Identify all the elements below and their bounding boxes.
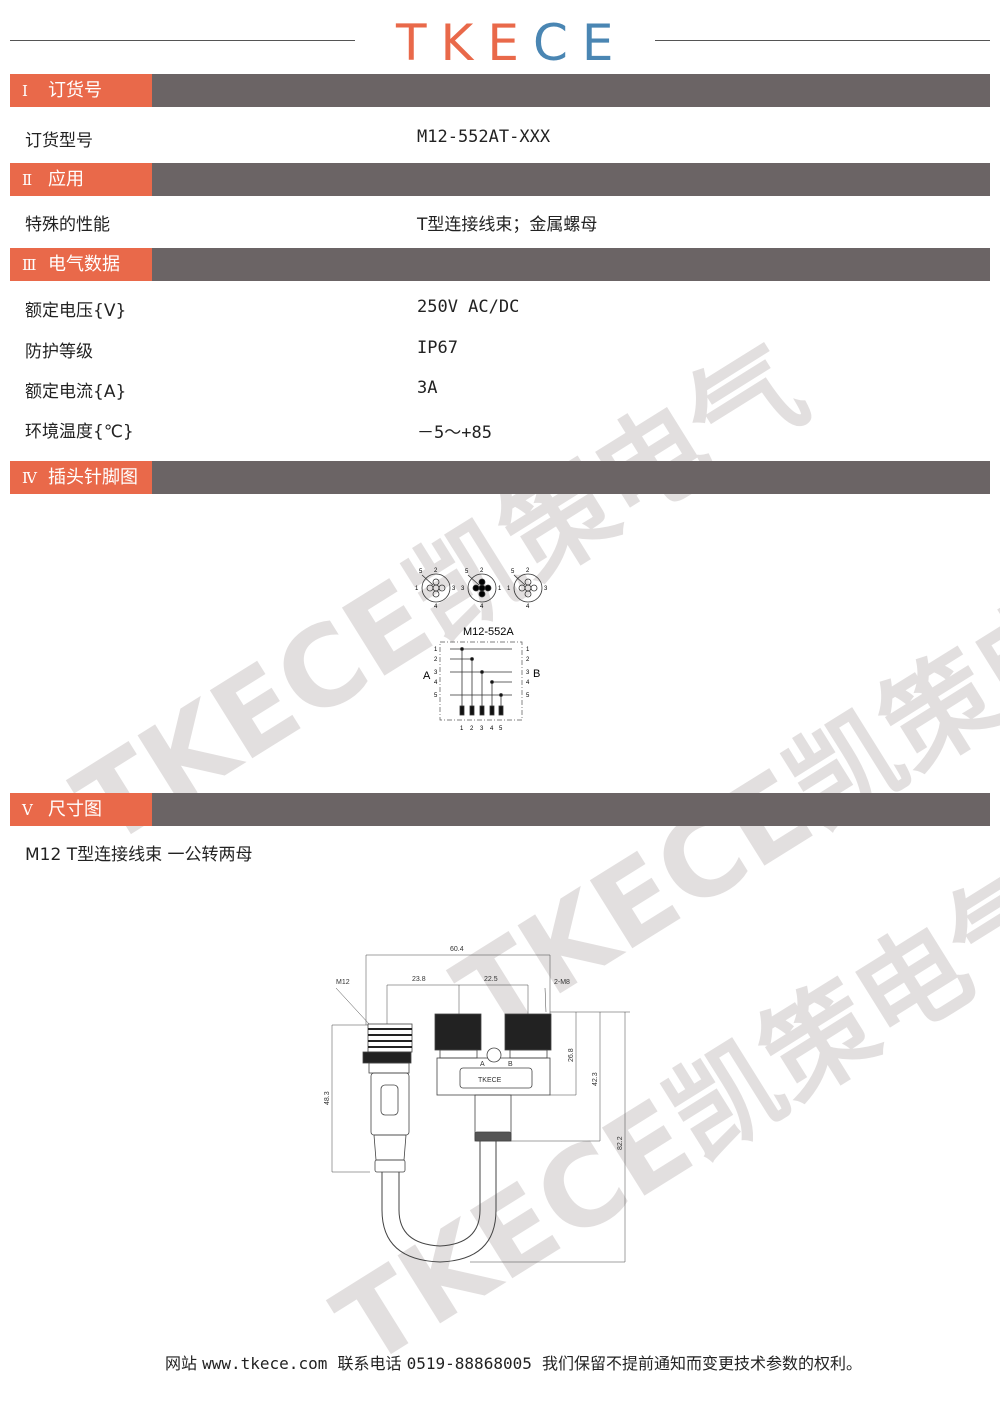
svg-text:3: 3 — [526, 670, 530, 676]
svg-text:60.4: 60.4 — [450, 946, 464, 953]
svg-text:4: 4 — [480, 604, 484, 610]
wiring — [450, 647, 512, 716]
order-value: M12-552AT-XXX — [417, 127, 551, 147]
svg-text:4: 4 — [526, 604, 530, 610]
protection-label: 防护等级 — [25, 342, 93, 362]
svg-text:48.3: 48.3 — [324, 1091, 331, 1105]
dimension-drawing: 60.4 23.8 22.5 M12 2-M8 48.3 26.8 42.3 8… — [324, 946, 630, 1263]
pin-model: M12-552A — [463, 626, 514, 638]
voltage-label: 额定电压{V} — [25, 301, 127, 321]
svg-text:B: B — [533, 668, 540, 680]
temperature-label: 环境温度{℃} — [25, 422, 134, 442]
svg-text:4: 4 — [434, 604, 438, 610]
male-connector — [362, 1023, 413, 1173]
temperature-value: －5～+85 — [417, 423, 492, 443]
svg-text:5: 5 — [434, 693, 438, 699]
footer: 网站 www.tkece.com 联系电话 0519-88868005 我们保留… — [165, 1354, 863, 1373]
current-label: 额定电流{A} — [25, 382, 127, 402]
svg-text:1: 1 — [498, 586, 502, 592]
svg-text:82.2: 82.2 — [617, 1136, 624, 1150]
website-link[interactable]: www.tkece.com — [202, 1354, 328, 1373]
svg-text:23.8: 23.8 — [412, 976, 426, 983]
connector-face-a — [421, 573, 451, 603]
svg-text:4: 4 — [490, 726, 494, 732]
svg-text:TKECE: TKECE — [478, 1077, 502, 1084]
svg-text:3: 3 — [544, 586, 548, 592]
dimension-caption: M12 T型连接线束 一公转两母 — [25, 845, 253, 865]
tkece-logo: TKECE — [396, 14, 628, 72]
svg-text:3: 3 — [461, 586, 465, 592]
header-rule-left — [10, 40, 355, 41]
svg-text:4: 4 — [434, 680, 438, 686]
current-value: 3A — [417, 378, 438, 398]
application-label: 特殊的性能 — [25, 215, 110, 235]
order-label: 订货型号 — [25, 131, 93, 151]
application-value: T型连接线束；金属螺母 — [417, 215, 598, 235]
t-splitter — [434, 1013, 552, 1142]
svg-text:2: 2 — [480, 568, 484, 574]
svg-text:A: A — [423, 670, 431, 682]
header-rule-right — [655, 40, 990, 41]
dimension-lines — [331, 954, 630, 1263]
svg-text:5: 5 — [465, 569, 469, 575]
svg-text:M12: M12 — [336, 979, 350, 986]
svg-text:B: B — [508, 1061, 513, 1068]
svg-text:1: 1 — [507, 586, 511, 592]
svg-text:1: 1 — [415, 586, 419, 592]
svg-text:3: 3 — [452, 586, 456, 592]
svg-text:5: 5 — [499, 726, 503, 732]
svg-text:A: A — [480, 1061, 485, 1068]
svg-text:2: 2 — [470, 726, 474, 732]
svg-text:5: 5 — [419, 569, 423, 575]
svg-text:2: 2 — [434, 657, 438, 663]
svg-text:1: 1 — [460, 726, 464, 732]
svg-text:22.5: 22.5 — [484, 976, 498, 983]
svg-text:1: 1 — [526, 647, 530, 653]
svg-text:2: 2 — [434, 568, 438, 574]
svg-text:26.8: 26.8 — [568, 1048, 575, 1062]
svg-text:2: 2 — [526, 657, 530, 663]
protection-value: IP67 — [417, 338, 458, 358]
svg-text:2: 2 — [526, 568, 530, 574]
svg-text:4: 4 — [526, 680, 530, 686]
svg-text:42.3: 42.3 — [592, 1072, 599, 1086]
svg-text:5: 5 — [511, 569, 515, 575]
voltage-value: 250V AC/DC — [417, 297, 520, 317]
connector-face-b — [467, 573, 497, 603]
svg-text:1: 1 — [434, 647, 438, 653]
connector-face-c — [513, 573, 543, 603]
cable — [381, 1141, 497, 1263]
svg-text:3: 3 — [434, 670, 438, 676]
svg-text:5: 5 — [526, 693, 530, 699]
svg-text:3: 3 — [480, 726, 484, 732]
svg-text:2-M8: 2-M8 — [554, 979, 570, 986]
